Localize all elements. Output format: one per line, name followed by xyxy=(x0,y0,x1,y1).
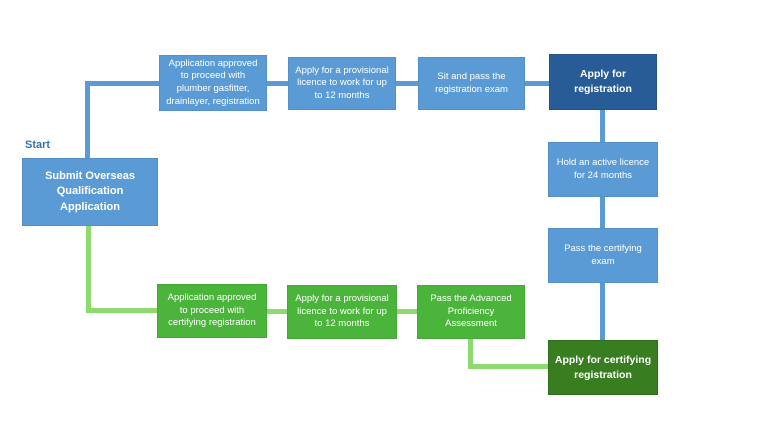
node-application-approved-plumber-gasfitter-drainlayer: Application approved to proceed with plu… xyxy=(159,55,267,111)
connector-green-assessment-down-vertical xyxy=(468,339,473,369)
connector-green-provisional-to-assessment xyxy=(397,309,417,314)
connector-blue-exam-to-apply-registration xyxy=(525,81,549,86)
node-apply-for-registration: Apply for registration xyxy=(549,54,657,110)
connector-blue-submit-to-approved-horizontal xyxy=(85,81,160,86)
start-label: Start xyxy=(25,139,51,151)
connector-blue-submit-up-vertical xyxy=(85,81,90,158)
node-application-approved-certifying-registration: Application approved to proceed with cer… xyxy=(157,284,267,338)
connector-green-submit-to-approved-certifying xyxy=(86,308,157,313)
node-apply-provisional-licence-12-months-certifying: Apply for a provisional licence to work … xyxy=(287,285,397,339)
connector-blue-hold-licence-to-certifying-exam xyxy=(600,197,605,228)
connector-green-approved-to-provisional xyxy=(267,309,287,314)
node-hold-active-licence-24-months: Hold an active licence for 24 months xyxy=(548,142,658,197)
node-apply-for-certifying-registration: Apply for certifying registration xyxy=(548,340,658,395)
connector-green-assessment-to-apply-certifying xyxy=(468,364,548,369)
node-sit-and-pass-registration-exam: Sit and pass the registration exam xyxy=(418,57,525,110)
connector-blue-apply-registration-to-hold-licence xyxy=(600,110,605,142)
connector-blue-approved-to-provisional xyxy=(267,81,288,86)
node-pass-advanced-proficiency-assessment: Pass the Advanced Proficiency Assessment xyxy=(417,285,525,339)
node-apply-provisional-licence-12-months: Apply for a provisional licence to work … xyxy=(288,57,396,110)
connector-green-submit-down-vertical xyxy=(86,226,91,313)
connector-blue-provisional-to-exam xyxy=(396,81,418,86)
node-submit-overseas-qualification-application: Submit Overseas Qualification Applicatio… xyxy=(22,158,158,226)
connector-blue-certifying-exam-to-apply-certifying xyxy=(600,283,605,340)
node-pass-certifying-exam: Pass the certifying exam xyxy=(548,228,658,283)
